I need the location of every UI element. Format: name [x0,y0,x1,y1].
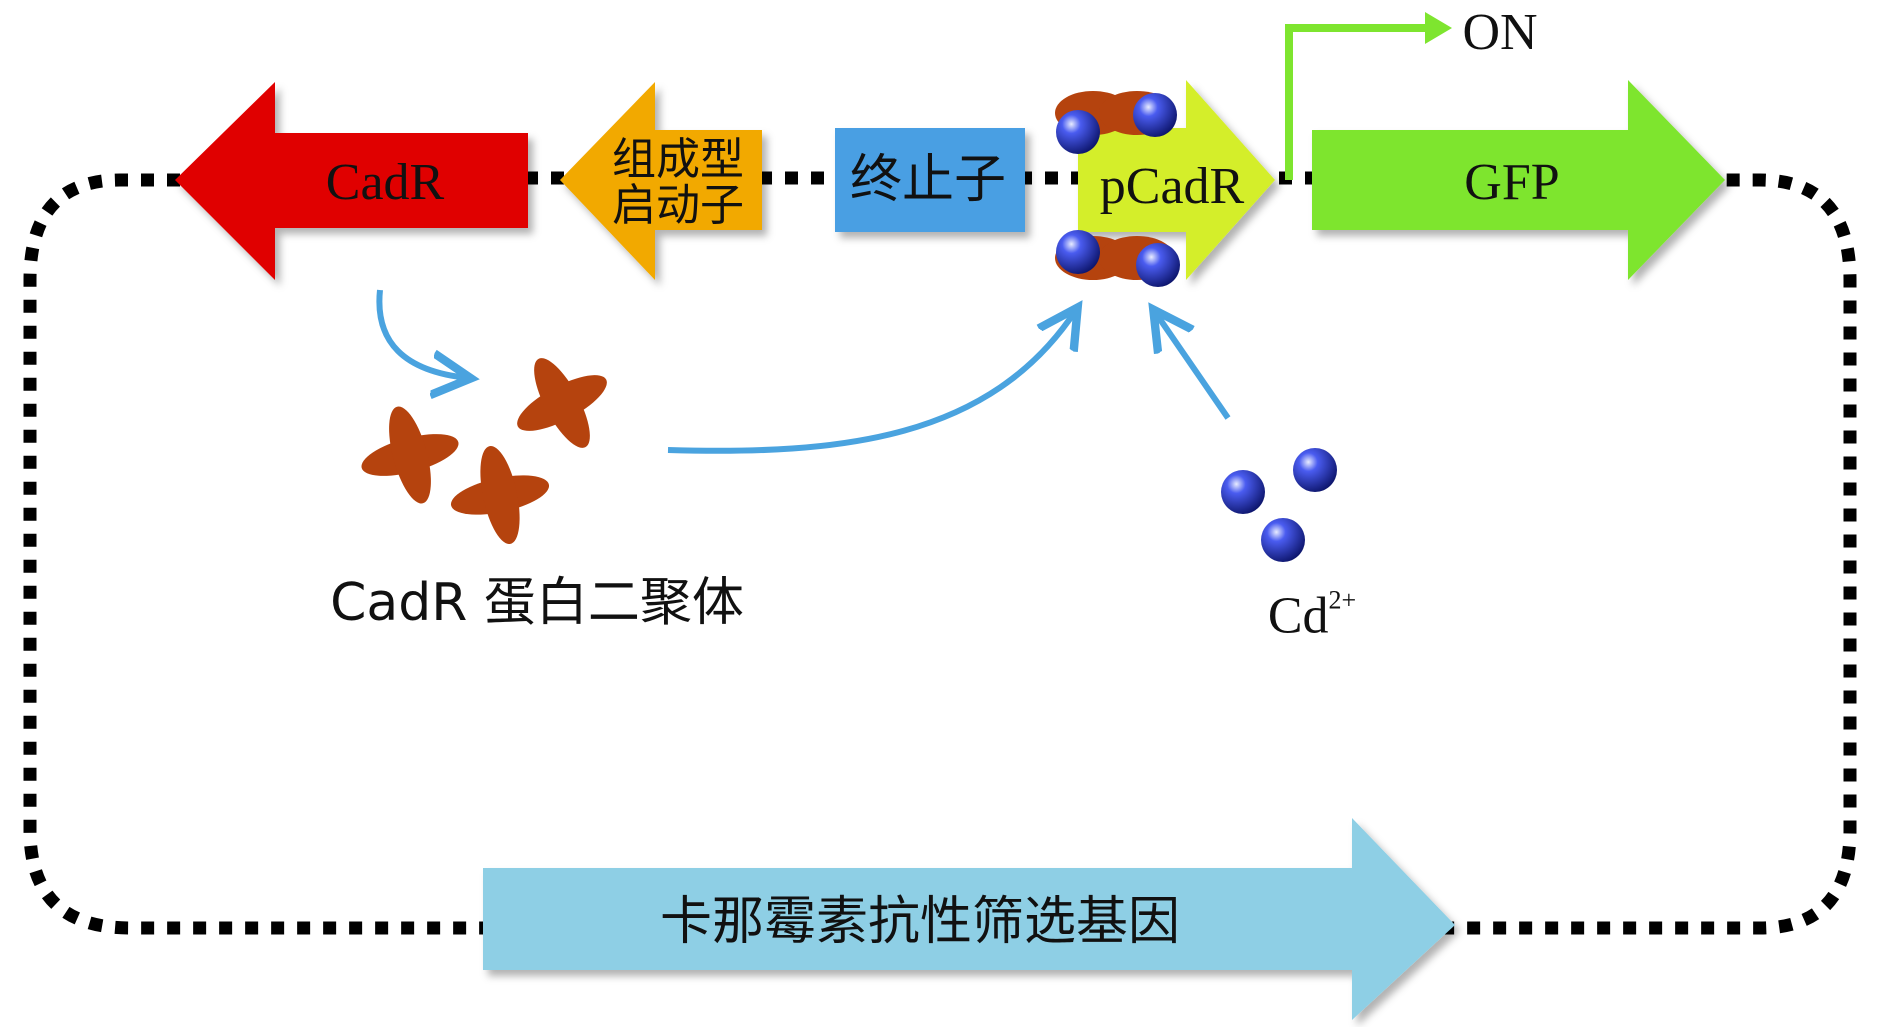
terminator-box [835,128,1025,232]
constitutive-promoter-label-line2: 启动子 [612,180,744,231]
bound-cadmium-ion [1056,230,1100,274]
on-arrowhead [1425,12,1452,44]
bound-cadmium-ion [1136,243,1180,287]
cadmium-ion-label: Cd2+ [1267,585,1357,645]
on-transcription-arrow [1285,24,1430,180]
cadr-dimer-protein [361,406,459,504]
cadr-gene-arrow [175,82,528,280]
kanamycin-resistance-arrow [483,818,1455,1020]
dimer-binding-arrow [667,310,1076,454]
on-label: ON [1462,4,1538,61]
terminator-label: 终止子 [849,150,1007,210]
constitutive-promoter-arrow [560,82,762,280]
plasmid-loop [23,173,1857,935]
cadr-dimer-label: CadR 蛋白二聚体 [330,573,744,633]
expression-arrow [376,289,468,378]
bound-cadmium-ion [1133,93,1177,137]
constitutive-promoter-label: 组成型 启动子 [612,137,744,229]
pcadr-label: pCadR [1099,158,1245,215]
free-cadmium-ion [1293,448,1337,492]
gfp-label: GFP [1464,154,1560,211]
kanamycin-resistance-label: 卡那霉素抗性筛选基因 [659,892,1181,952]
gfp-gene-arrow [1312,80,1725,280]
cadmium-charge: 2+ [1328,585,1357,615]
free-cadmium-ion [1221,470,1265,514]
cadr-dimer-protein [517,358,607,448]
cadr-dimer-protein [450,445,550,545]
bound-cadmium-ion [1056,110,1100,154]
cadmium-symbol: Cd [1267,587,1329,645]
cadmium-binding-arrow [1155,312,1231,420]
free-cadmium-ion [1261,518,1305,562]
cadr-gene-label: CadR [325,154,445,211]
constitutive-promoter-label-line1: 组成型 [612,134,744,185]
